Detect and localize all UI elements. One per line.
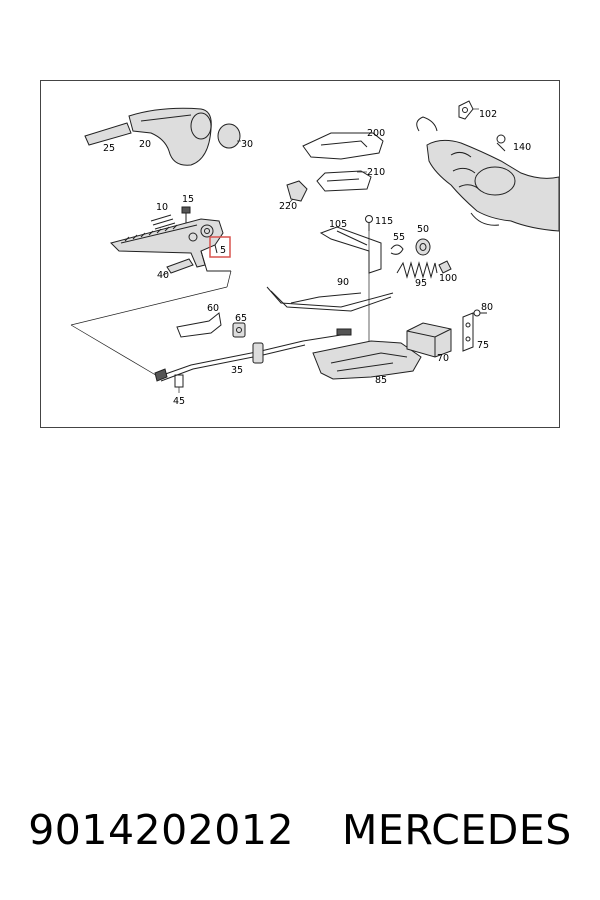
label-220: 220 [279, 201, 297, 212]
label-65: 65 [235, 313, 247, 324]
label-25: 25 [103, 143, 115, 154]
product-caption: 9014202012 MERCEDES [0, 800, 600, 860]
label-50: 50 [417, 224, 429, 235]
label-200: 200 [367, 128, 385, 139]
part-140-screw: 140 [496, 134, 531, 153]
hand-illustration [416, 116, 559, 232]
part-90-linkage: 90 [266, 277, 394, 312]
part-220-clip: 220 [279, 180, 308, 212]
part-115-screw: 115 [365, 215, 393, 231]
part-80-screw: 80 [473, 302, 493, 317]
exploded-view-drawing: 25 20 30 200 210 220 102 [70, 100, 559, 407]
part-number: 9014202012 [28, 806, 295, 854]
label-15: 15 [182, 194, 194, 205]
part-95-spring: 95 [396, 261, 438, 289]
label-95: 95 [415, 278, 427, 289]
label-55: 55 [393, 232, 405, 243]
label-85: 85 [375, 375, 387, 386]
label-140: 140 [513, 142, 531, 153]
label-30: 30 [241, 139, 253, 150]
label-210: 210 [367, 167, 385, 178]
label-60: 60 [207, 303, 219, 314]
part-40-pin: 40 [157, 258, 194, 281]
part-210-frame: 210 [316, 167, 385, 192]
part-55-clip: 55 [390, 232, 405, 255]
part-35-cable: 35 [156, 328, 352, 382]
label-45: 45 [173, 396, 185, 407]
label-115: 115 [375, 216, 393, 227]
label-35: 35 [231, 365, 243, 376]
part-100-nut: 100 [438, 260, 457, 284]
part-45-connector: 45 [154, 368, 185, 407]
label-105: 105 [329, 219, 347, 230]
label-100: 100 [439, 273, 457, 284]
part-60-bracket: 60 [176, 303, 222, 338]
part-25-handle-grip: 25 [84, 122, 132, 154]
part-10-spring: 10 [150, 202, 176, 230]
part-20-handle-cover: 20 [128, 107, 212, 166]
part-50-bushing: 50 [415, 224, 431, 256]
label-70: 70 [437, 353, 449, 364]
label-80: 80 [481, 302, 493, 313]
part-lever-assembly [110, 218, 231, 272]
label-10: 10 [156, 202, 168, 213]
part-105-mounting-bracket: 105 [319, 219, 382, 274]
part-30-cap: 30 [217, 123, 253, 150]
brand-name: MERCEDES [342, 806, 572, 854]
label-75: 75 [477, 340, 489, 351]
part-85-base-tray: 85 [312, 340, 422, 386]
part-200-trim-cover: 200 [302, 128, 385, 160]
part-75-bracket: 75 [462, 312, 489, 352]
part-102-bracket: 102 [458, 100, 497, 120]
label-5: 5 [220, 245, 226, 256]
part-15-bolt: 15 [181, 194, 194, 223]
parts-diagram: 25 20 30 200 210 220 102 [40, 80, 560, 428]
label-90: 90 [337, 277, 349, 288]
part-65-clamp: 65 [232, 313, 247, 338]
part-70-switch-box: 70 [406, 322, 452, 364]
part-5-highlighted: 5 [209, 236, 231, 258]
label-102: 102 [479, 109, 497, 120]
label-40: 40 [157, 270, 169, 281]
label-20: 20 [139, 139, 151, 150]
